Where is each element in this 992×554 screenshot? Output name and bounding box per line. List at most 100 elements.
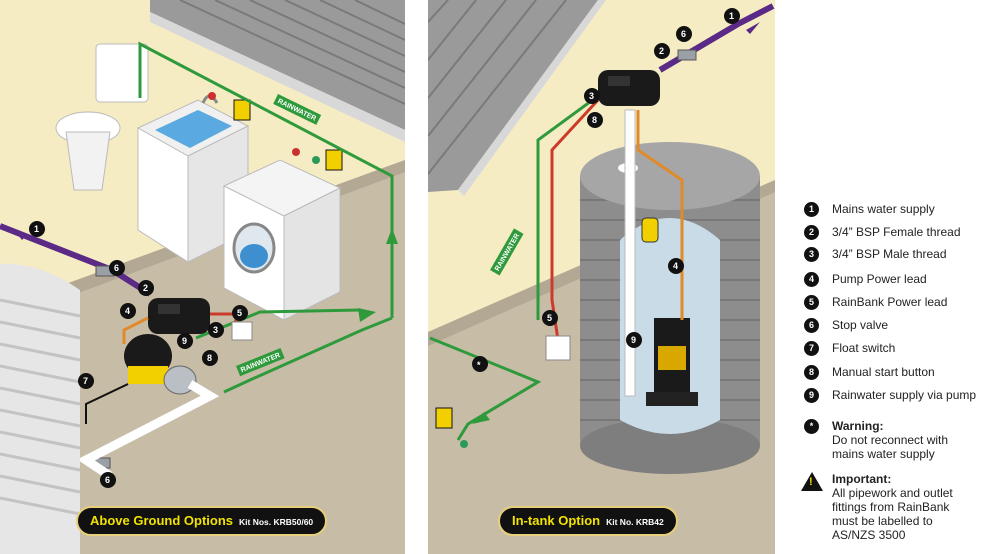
power-outlet (545, 335, 571, 361)
pump (124, 334, 197, 395)
callout-1: 1 (724, 8, 740, 24)
svg-text:7: 7 (83, 376, 88, 386)
svg-text:4: 4 (125, 306, 130, 316)
legend-label: Mains water supply (832, 202, 935, 216)
legend-number: 2 (804, 225, 819, 240)
rainbank-unit (148, 298, 210, 334)
warning-icon: * (804, 419, 819, 434)
warning-note: * Warning: Do not reconnect with mains w… (804, 419, 948, 461)
power-outlet (231, 321, 253, 341)
legend-label: Float switch (832, 341, 896, 355)
callout-3: 3 (584, 88, 600, 104)
legend-number: 6 (804, 318, 819, 333)
callout-9: 9 (626, 332, 642, 348)
outlet-pipe (77, 380, 220, 480)
svg-text:6: 6 (105, 475, 110, 485)
important-title: Important: (832, 472, 892, 486)
legend-label: Manual start button (832, 365, 935, 379)
callout-3: 3 (208, 322, 224, 338)
in-tank-illustration: RAINWATER 1 6 2 3 8 4 5 9 * (428, 0, 775, 554)
in-tank-caption: In-tank Option Kit No. KRB42 (498, 506, 678, 536)
above-ground-illustration: RAINWATER RAINWATER (0, 0, 405, 554)
svg-text:*: * (477, 360, 481, 370)
rainwater-sign (325, 149, 343, 171)
water-tank (580, 142, 760, 474)
washing-machine (222, 159, 342, 321)
svg-text:4: 4 (673, 261, 678, 271)
gutter (458, 0, 606, 196)
legend-item: 7 Float switch (804, 341, 895, 356)
legend-label: 3/4” BSP Female thread (832, 225, 961, 239)
svg-text:9: 9 (631, 335, 636, 345)
caption-kit: Kit No. KRB42 (606, 517, 664, 527)
callout-6: 6 (109, 260, 125, 276)
legend-number: 3 (804, 247, 819, 262)
above-ground-diagram: RAINWATER RAINWATER (0, 0, 405, 554)
legend-item: 6 Stop valve (804, 318, 888, 333)
roof (150, 0, 405, 130)
flow-arrow-icon (358, 308, 376, 322)
warning-line: Do not reconnect with (832, 433, 949, 447)
in-tank-diagram: RAINWATER 1 6 2 3 8 4 5 9 * In-tank Opti… (428, 0, 775, 554)
rainwater-sign (435, 407, 453, 429)
legend-item: 9 Rainwater supply via pump (804, 388, 976, 403)
gutter (150, 12, 405, 142)
flow-arrow-icon (472, 412, 490, 424)
legend-label: 3/4” BSP Male thread (832, 247, 947, 261)
pump-power-lead (636, 110, 684, 320)
legend-label: Rainwater supply via pump (832, 388, 977, 402)
svg-text:2: 2 (659, 46, 664, 56)
legend-number: 8 (804, 365, 819, 380)
callout-7: 7 (78, 373, 94, 389)
important-line: must be labelled to (832, 514, 933, 528)
svg-text:8: 8 (207, 353, 212, 363)
flow-arrow-icon (746, 22, 760, 34)
legend-number: 7 (804, 341, 819, 356)
important-line: AS/NZS 3500 (832, 528, 906, 542)
submersible-pump (646, 318, 698, 406)
tap-icon (208, 92, 216, 100)
rainwater-sign (233, 99, 251, 121)
legend-label: Stop valve (832, 318, 889, 332)
svg-text:9: 9 (182, 336, 187, 346)
roof (428, 0, 598, 192)
callout-4: 4 (668, 258, 684, 274)
svg-text:1: 1 (34, 224, 39, 234)
callout-5: 5 (232, 305, 248, 321)
legend-label: Pump Power lead (832, 272, 927, 286)
svg-text:6: 6 (681, 29, 686, 39)
caption-kit: Kit Nos. KRB50/60 (239, 517, 314, 527)
caption-title: In-tank Option (512, 513, 601, 528)
svg-text:5: 5 (237, 308, 242, 318)
important-note: ! Important: All pipework and outlet fit… (801, 472, 953, 542)
tap-icon (312, 156, 320, 164)
legend-item: 3 3/4” BSP Male thread (804, 247, 947, 262)
svg-text:1: 1 (729, 11, 734, 21)
svg-text:3: 3 (589, 91, 594, 101)
tap-icon (460, 440, 468, 448)
svg-text:3: 3 (213, 325, 218, 335)
rainwater-pipe (138, 41, 394, 394)
flow-arrow-icon (386, 228, 398, 244)
callout-6: 6 (100, 472, 116, 488)
tap-icon (292, 148, 300, 156)
stop-valve (677, 49, 697, 61)
legend-number: 5 (804, 295, 819, 310)
svg-text:6: 6 (114, 263, 119, 273)
alert-icon: ! (801, 472, 823, 491)
callout-warning: * (472, 356, 488, 372)
warning-line: mains water supply (832, 447, 935, 461)
svg-text:5: 5 (547, 313, 552, 323)
callout-2: 2 (654, 43, 670, 59)
callout-2: 2 (138, 280, 154, 296)
svg-text:2: 2 (143, 283, 148, 293)
pump-power-lead (122, 316, 149, 344)
rainbank-unit (598, 70, 660, 106)
important-line: All pipework and outlet (832, 486, 953, 500)
riser-pipe (624, 109, 636, 397)
legend-number: 9 (804, 388, 819, 403)
callout-8: 8 (202, 350, 218, 366)
